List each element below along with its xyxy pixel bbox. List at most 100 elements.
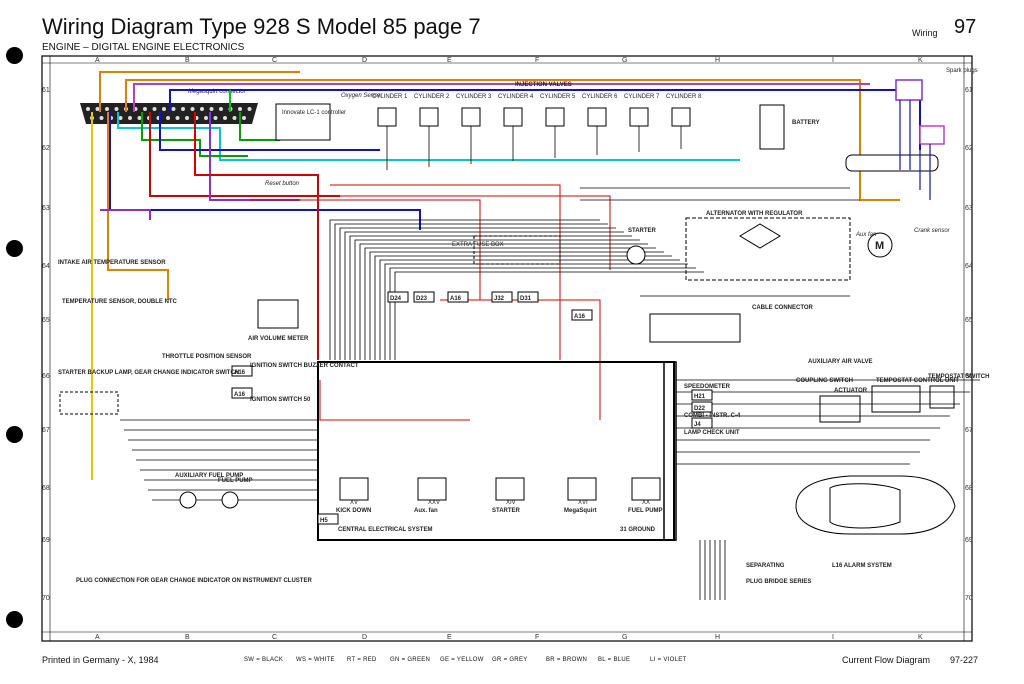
grid-col-bottom: G [622, 634, 627, 641]
grid-row-left: 69 [42, 537, 50, 544]
cylinder-label: CYLINDER 4 [498, 94, 534, 100]
grid-col-top: B [185, 57, 190, 64]
grid-row-left: 68 [42, 485, 50, 492]
temp-control-unit-label: TEMPOSTAT CONTROL UNIT [876, 378, 959, 384]
grid-col-top: A [95, 57, 100, 64]
alternator-box [685, 217, 851, 281]
connector-pin [242, 116, 246, 120]
intake-air-temp-label: INTAKE AIR TEMPERATURE SENSOR [58, 260, 166, 266]
connector-pin [114, 107, 119, 111]
connector-pin [105, 107, 109, 111]
connector-pin [209, 107, 214, 111]
relay-box [631, 477, 661, 501]
connector-pin [86, 107, 90, 111]
relay-code: XV [350, 500, 358, 506]
color-legend-item: LI = VIOLET [650, 657, 687, 663]
footer-printed: Printed in Germany - X, 1984 [42, 655, 159, 665]
separating-label: SEPARATING [746, 563, 785, 569]
grid-col-top: K [918, 57, 923, 64]
fuse-code-box [447, 291, 469, 303]
module-code: A16 [234, 370, 246, 376]
diagram-frame [41, 55, 973, 642]
connector-pin [190, 107, 195, 111]
page-title: Wiring Diagram Type 928 S Model 85 page … [42, 14, 481, 39]
aux-fuel-pump-label: AUXILIARY FUEL PUMP [175, 473, 243, 479]
connector-pin [171, 107, 176, 111]
cylinder-label: CYLINDER 2 [414, 94, 450, 100]
fuse-code: D24 [390, 296, 402, 302]
fuse-code-box [387, 291, 409, 303]
wire [359, 243, 648, 360]
grid-col-bottom: K [918, 634, 923, 641]
cylinder-label: CYLINDER 5 [540, 94, 576, 100]
fuse-code-box [517, 291, 539, 303]
connector-pin [118, 116, 123, 120]
crank-connector [919, 125, 945, 145]
grid-col-bottom: C [272, 634, 277, 641]
footer-diagram-type: Current Flow Diagram [842, 655, 931, 665]
plug-bridge-label: PLUG BRIDGE SERIES [746, 579, 811, 585]
grid-row-left: 63 [42, 205, 50, 212]
punch-hole-3 [6, 426, 23, 443]
connector-pin [232, 116, 237, 120]
section-label: Wiring [912, 28, 938, 38]
grid-col-bottom: H [715, 634, 720, 641]
wire [384, 263, 688, 360]
grid-col-bottom: B [185, 634, 190, 641]
grid-col-bottom: E [447, 634, 452, 641]
tempostat-switch-label: TEMPOSTAT SWITCH [928, 374, 989, 380]
extra-fuse-box-label: EXTRA FUSE BOX [452, 242, 504, 248]
connector-pin [238, 107, 242, 111]
grid-col-top: C [272, 57, 277, 64]
wire [374, 255, 672, 360]
fuse-code: D31 [520, 296, 532, 302]
innovate-controller [275, 103, 331, 141]
wire [329, 219, 600, 360]
megasquirt-connector: Megasquirt connector [80, 89, 258, 124]
color-legend-item: GN = GREEN [390, 657, 431, 663]
grid-row-right: 69 [965, 537, 973, 544]
connector-pin [128, 116, 132, 120]
wire [339, 227, 616, 360]
alternator-label: ALTERNATOR WITH REGULATOR [706, 211, 803, 217]
grid-col-top: H [715, 57, 720, 64]
module-code: H5 [320, 518, 328, 524]
innovate-label: Innovate LC-1 controller [282, 110, 346, 116]
grid-col-bottom: F [535, 634, 539, 641]
connector-pin [219, 107, 223, 111]
connector-pin [162, 107, 166, 111]
extra-fuse-box [473, 235, 561, 265]
starter-backup-label: STARTER BACKUP LAMP, GEAR CHANGE INDICAT… [58, 370, 239, 376]
wire [354, 239, 640, 360]
grid-row-left: 66 [42, 373, 50, 380]
injector-valve [419, 107, 439, 127]
relay-code: XXV [428, 500, 440, 506]
temp-control-box [871, 385, 921, 413]
crank-sensor-label: Crank sensor [914, 228, 951, 234]
grid-row-right: 63 [965, 205, 973, 212]
cable-connector [649, 313, 741, 343]
connector-pin [247, 107, 252, 111]
grid-col-top: G [622, 57, 627, 64]
motor-symbol: M [875, 240, 884, 252]
connector-pin [185, 116, 189, 120]
page-number: 97 [954, 16, 977, 38]
connector-pin [152, 107, 157, 111]
color-legend-item: GE = YELLOW [440, 657, 484, 663]
grid-row-right: 67 [965, 427, 973, 434]
relay-box [567, 477, 597, 501]
actuator-box [819, 395, 861, 423]
module-code-box [691, 401, 713, 413]
connector-pin [213, 116, 218, 120]
punch-hole-4 [6, 611, 23, 628]
dist-connector [845, 154, 939, 172]
cable-connector-label: CABLE CONNECTOR [752, 305, 814, 311]
cylinder-label: CYLINDER 1 [372, 94, 408, 100]
connector-pin [137, 116, 142, 120]
color-legend-item: SW = BLACK [244, 657, 284, 663]
module-code-box [317, 513, 339, 525]
spark-plugs-label: Spark plugs [946, 68, 978, 74]
color-legend-item: RT = RED [347, 657, 377, 663]
fuel-pump-motor [221, 491, 239, 509]
module-code-box [691, 417, 713, 429]
